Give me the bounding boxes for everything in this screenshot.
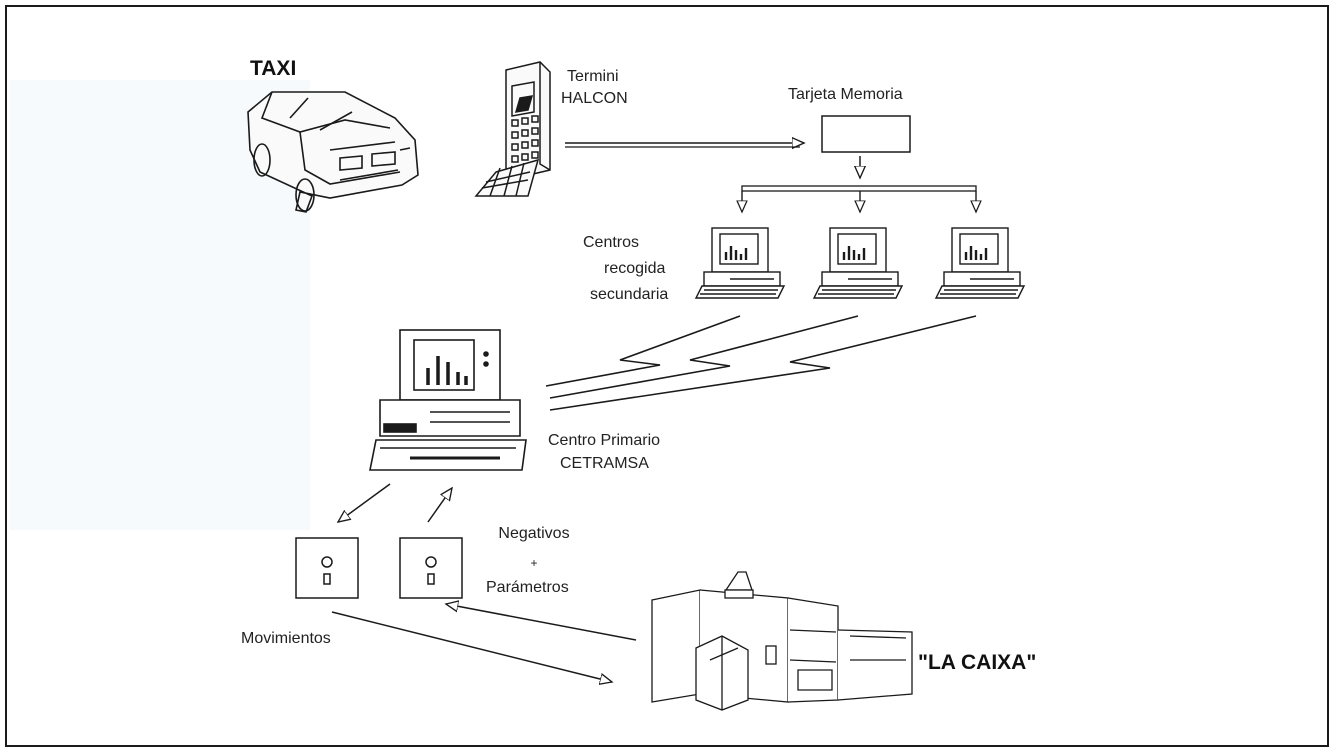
secondary-computer-icon [936,228,1024,298]
memory-card-icon [822,116,910,152]
terminal-label-line1: Termini [567,66,619,88]
caixa-to-negatives-arrow [446,604,636,640]
movements-label: Movimientos [241,628,331,650]
secondary-centers-label-line3: secundaria [590,284,668,306]
negatives-label-line1: Negativos [494,523,574,545]
distribution-bus [742,186,976,191]
floppy-disk-icon [400,538,462,598]
secondary-centers-label-line1: Centros [583,232,639,254]
memory-card-label: Tarjeta Memoria [788,84,903,106]
movements-to-caixa-arrow [332,612,612,682]
primary-center-label-line1: Centro Primario [548,430,660,452]
primary-to-movements-arrow [338,484,390,522]
terminal-label-line2: HALCON [561,88,628,110]
secondary-centers-label-line2: recogida [604,258,665,280]
halcon-terminal-icon [476,62,550,196]
primary-center-label-line2: CETRAMSA [560,453,649,475]
negatives-label-line2: + [494,552,574,574]
taxi-label: TAXI [250,58,296,80]
primary-computer-icon [370,330,526,470]
negatives-to-primary-arrow [428,488,452,522]
mainframe-icon [652,572,912,710]
la-caixa-label: "LA CAIXA" [918,652,1036,674]
secondary-computer-icon [814,228,902,298]
floppy-disk-icon [296,538,358,598]
communication-links [546,316,976,410]
secondary-computer-icon [696,228,784,298]
negatives-label-line3: Parámetros [486,577,569,599]
